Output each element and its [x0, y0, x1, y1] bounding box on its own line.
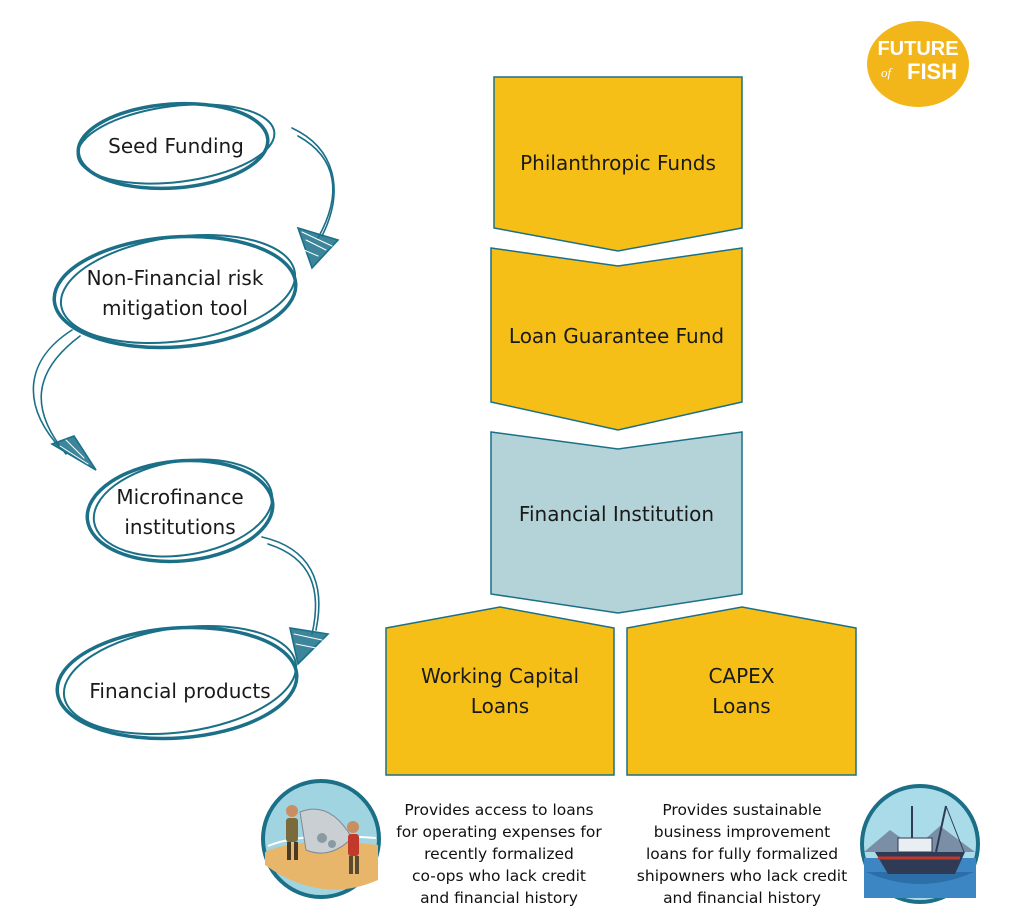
capex-line-1: CAPEX [708, 664, 775, 688]
risk-mitigation-line-2: mitigation tool [102, 296, 248, 320]
working-capital-desc-line-5: and financial history [420, 889, 578, 907]
microfinance-line-2: institutions [124, 515, 236, 539]
working-capital-desc-line-4: co-ops who lack credit [412, 867, 586, 885]
financial-products-text: Financial products [89, 679, 271, 703]
logo-text-of: of [881, 65, 892, 80]
working-capital-desc-line-1: Provides access to loans [404, 801, 594, 819]
working-capital-description: Provides access to loans for operating e… [374, 799, 624, 909]
microfinance-ellipse [85, 458, 275, 564]
seed-funding-text: Seed Funding [108, 134, 244, 158]
working-capital-line-2: Loans [470, 694, 530, 718]
arrow-risk-to-microfinance [32, 329, 97, 471]
financial-institution-block [490, 431, 743, 614]
microfinance-label: Microfinance institutions [80, 482, 280, 542]
capex-description: Provides sustainable business improvemen… [617, 799, 867, 909]
working-capital-line-1: Working Capital [420, 664, 580, 688]
capex-desc-line-2: business improvement [653, 823, 831, 841]
working-capital-loans-label: Working Capital Loans [386, 661, 614, 721]
financial-institution-label: Financial Institution [518, 502, 715, 526]
arrow-seed-to-risk [291, 127, 340, 270]
capex-desc-line-4: shipowners who lack credit [636, 867, 848, 885]
financial-products-label: Financial products [60, 676, 300, 706]
capex-loans-label: CAPEX Loans [627, 661, 856, 721]
fishers-illustration [261, 779, 381, 899]
risk-mitigation-ellipse [52, 233, 298, 350]
capex-desc-line-1: Provides sustainable [662, 801, 822, 819]
working-capital-desc-line-2: for operating expenses for [396, 823, 602, 841]
philanthropic-funds-label: Philanthropic Funds [520, 151, 716, 175]
capex-loans-block [626, 606, 857, 776]
boat-illustration [860, 784, 980, 904]
arrow-microfinance-to-products [261, 536, 330, 666]
logo-text-fish: FISH [907, 59, 958, 84]
seed-funding-ellipse [76, 101, 276, 191]
financial-products-ellipse [55, 624, 299, 741]
working-capital-desc-line-3: recently formalized [424, 845, 574, 863]
working-capital-loans-block [385, 606, 615, 776]
loan-guarantee-fund-block [490, 247, 743, 431]
microfinance-line-1: Microfinance [116, 485, 244, 509]
capex-desc-line-3: loans for fully formalized [645, 845, 839, 863]
seed-funding-label: Seed Funding [76, 131, 276, 161]
risk-mitigation-label: Non-Financial risk mitigation tool [55, 263, 295, 323]
capex-line-2: Loans [712, 694, 771, 718]
loan-guarantee-fund-label: Loan Guarantee Fund [508, 324, 725, 348]
capex-desc-line-5: and financial history [663, 889, 821, 907]
risk-mitigation-line-1: Non-Financial risk [86, 266, 264, 290]
logo-text-future: FUTURE [877, 38, 959, 60]
future-of-fish-logo: FUTURE of FISH [867, 21, 969, 107]
philanthropic-funds-block [493, 76, 743, 252]
